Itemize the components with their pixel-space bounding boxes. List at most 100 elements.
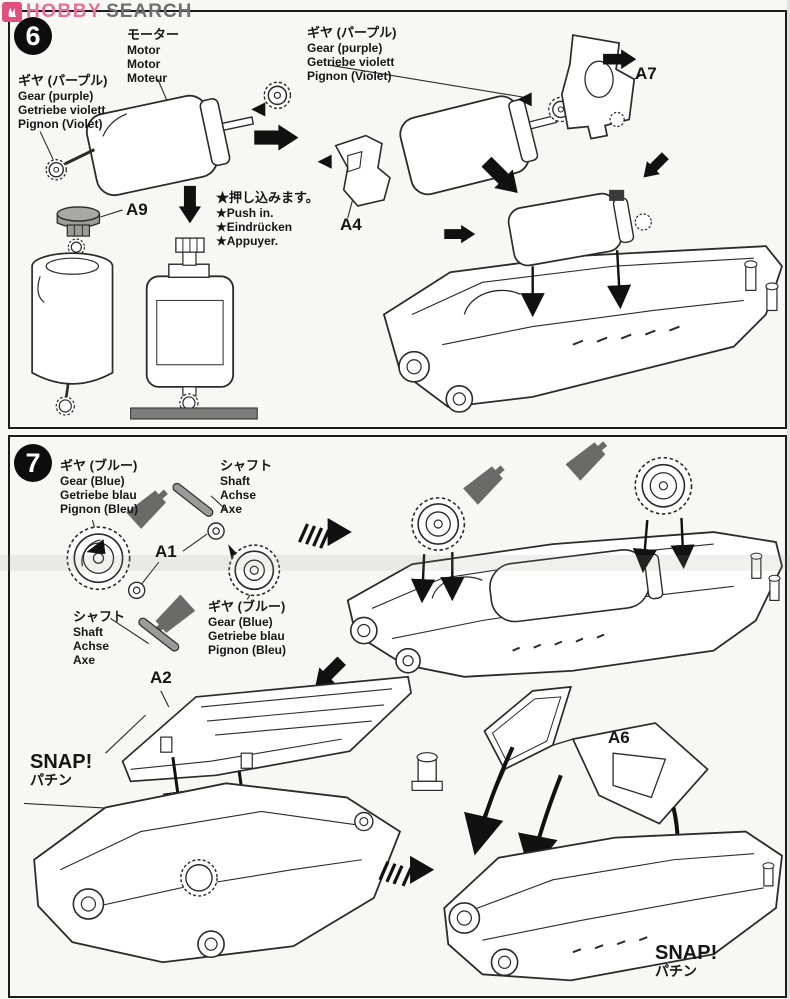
chassis-cover-a2-illustration	[33, 675, 412, 964]
gear-blue-label-top: ギヤ (ブルー) Gear (Blue) Getriebe blau Pigno…	[60, 458, 138, 516]
part-label-a1: A1	[155, 542, 177, 561]
step-7-illustration	[24, 441, 783, 982]
arrow-right-icon	[603, 49, 637, 69]
crown-gear-dropping-left	[411, 497, 466, 551]
motor-can-left	[31, 252, 114, 416]
arrow-right-icon	[254, 124, 299, 151]
snap-text-ja: パチン	[30, 772, 72, 788]
note-line-ja: ★押し込みます。	[216, 190, 319, 205]
snap-text: SNAP!	[30, 751, 93, 773]
note-line-de: ★Eindrücken	[216, 220, 293, 234]
grease-tube-icon	[126, 489, 168, 529]
label-line-en: Motor	[127, 43, 161, 57]
shaft-label-bottom: シャフト Shaft Achse Axe	[73, 609, 125, 667]
arrow-left-icon	[317, 154, 332, 169]
crown-gear-dropping-right	[634, 456, 693, 515]
arrow-left-icon	[251, 102, 266, 117]
arrow-right-icon	[444, 224, 476, 244]
note-line-fr: ★Appuyer.	[216, 234, 279, 248]
gear-blue-label-bottom: ギヤ (ブルー) Gear (Blue) Getriebe blau Pigno…	[208, 599, 286, 657]
crown-gear-blue-left	[66, 526, 131, 591]
step-7-number: 7	[25, 447, 41, 478]
motor-mount-assembly-illustration	[317, 34, 637, 207]
part-label-a6: A6	[608, 728, 630, 747]
label-line-fr: Pignon (Bleu)	[60, 502, 138, 516]
label-line-de: Achse	[73, 639, 110, 653]
crown-gear-blue-right	[228, 544, 281, 597]
label-line-fr: Pignon (Violet)	[307, 69, 392, 83]
label-line-de: Achse	[220, 488, 257, 502]
label-line-en: Shaft	[220, 474, 250, 488]
part-label-a2: A2	[150, 668, 172, 687]
push-in-note: ★押し込みます。 ★Push in. ★Eindrücken ★Appuyer.	[216, 190, 319, 248]
shaft-rod	[138, 617, 180, 652]
pinion-gear-purple	[263, 81, 292, 110]
step-7-panel: 7	[8, 435, 787, 998]
hobbysearch-logo: HOBBY SEARCH	[2, 1, 192, 23]
gear-shaft-parts-illustration	[66, 482, 281, 652]
striped-arrow-right-icon	[378, 855, 435, 887]
hobbysearch-flame-icon	[2, 2, 22, 22]
snap-text-ja: パチン	[655, 963, 697, 979]
arrow-down-left-icon	[643, 152, 669, 178]
gear-purple-label-right: ギヤ (パープル) Gear (purple) Getriebe violett…	[307, 25, 397, 83]
step-6-panel: 6	[8, 10, 787, 429]
part-label-a7: A7	[635, 64, 657, 83]
step-6-number: 6	[25, 20, 41, 51]
label-line-en: Gear (Blue)	[60, 474, 125, 488]
label-line-ja: ギヤ (ブルー)	[208, 599, 286, 614]
arrow-up-left-icon	[86, 539, 106, 555]
label-line-de: Getriebe violett	[18, 103, 106, 117]
arrow-down-left-icon	[315, 656, 346, 688]
label-line-de: Motor	[127, 57, 161, 71]
label-line-ja: シャフト	[220, 458, 273, 473]
logo-hobby-text: HOBBY	[26, 1, 103, 22]
snap-note-right: SNAP! パチン	[655, 942, 717, 979]
collar-part-a1	[127, 581, 146, 600]
motor-cap-illustration	[31, 185, 258, 420]
label-line-ja: モーター	[127, 27, 180, 42]
step-6-badge: 6	[14, 17, 52, 55]
step-6-illustration	[31, 34, 783, 420]
motor-illustration	[45, 81, 292, 197]
part-label-a4: A4	[340, 215, 362, 234]
part-a4-illustration	[334, 134, 391, 207]
label-line-en: Gear (purple)	[18, 89, 94, 103]
arrow-down-icon	[178, 185, 202, 224]
label-line-ja: ギヤ (パープル)	[18, 73, 108, 88]
label-line-en: Shaft	[73, 625, 103, 639]
part-a9-cap	[56, 206, 101, 237]
shaft-label-top: シャフト Shaft Achse Axe	[220, 458, 272, 516]
label-line-fr: Moteur	[127, 71, 167, 85]
note-line-en: ★Push in.	[216, 206, 274, 220]
grease-tube-icon	[463, 465, 505, 505]
snap-note-left: SNAP! パチン	[30, 751, 92, 788]
arrow-down-right-icon	[481, 156, 518, 193]
label-line-en: Gear (purple)	[307, 41, 383, 55]
chassis-illustration-step7	[346, 441, 783, 678]
label-line-ja: ギヤ (パープル)	[307, 25, 397, 40]
striped-arrow-right-icon	[298, 517, 352, 549]
bottom-shaft-gear	[45, 148, 96, 181]
label-line-en: Gear (Blue)	[208, 615, 273, 629]
motor-can-right	[130, 237, 258, 420]
small-post-part	[411, 752, 443, 791]
label-line-fr: Axe	[73, 653, 96, 667]
label-line-ja: ギヤ (ブルー)	[60, 458, 138, 473]
chassis-illustration-step6	[382, 152, 783, 413]
label-line-de: Getriebe blau	[208, 629, 285, 643]
shaft-rod	[172, 482, 214, 517]
snap-text: SNAP!	[655, 942, 718, 964]
label-line-de: Getriebe violett	[307, 55, 395, 69]
label-line-fr: Pignon (Violet)	[18, 117, 103, 131]
grease-tube-icon	[565, 441, 608, 481]
label-line-de: Getriebe blau	[60, 488, 137, 502]
collar-part-a1	[207, 522, 225, 540]
label-line-fr: Axe	[220, 502, 243, 516]
part-label-a9: A9	[126, 200, 148, 219]
step-7-badge: 7	[14, 444, 52, 482]
terminal-plug	[175, 237, 205, 266]
gear-purple-label-left: ギヤ (パープル) Gear (purple) Getriebe violett…	[18, 73, 108, 131]
arrow-left-icon	[517, 92, 532, 107]
